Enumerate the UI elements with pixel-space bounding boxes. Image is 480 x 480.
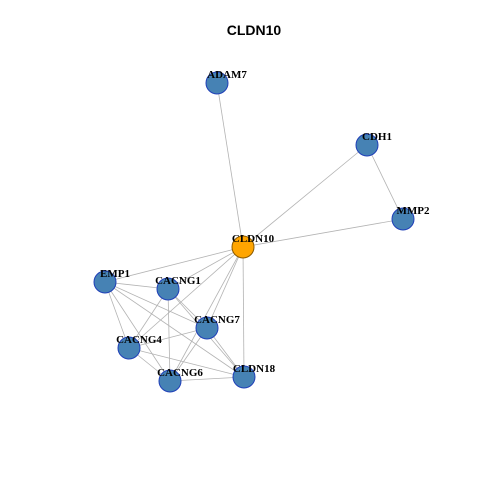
edge-cldn10-cacng6 [169, 246, 244, 382]
node-label-adam7: ADAM7 [207, 69, 247, 81]
edge-cldn10-cacng7 [206, 246, 244, 329]
edge-emp1-cldn18 [104, 281, 245, 378]
edge-cacng1-cacng4 [128, 288, 169, 349]
edge-cldn10-cldn18 [242, 246, 245, 378]
edge-cacng1-cacng6 [167, 288, 171, 382]
label-layer: ADAM7CDH1MMP2CLDN10EMP1CACNG1CACNG7CACNG… [100, 69, 430, 379]
node-label-cldn10: CLDN10 [232, 233, 275, 245]
node-cacng7[interactable] [195, 316, 219, 340]
node-adam7[interactable] [205, 71, 229, 95]
node-label-cacng7: CACNG7 [194, 314, 240, 326]
edge-emp1-cacng7 [104, 281, 208, 329]
node-label-mmp2: MMP2 [397, 205, 430, 217]
edge-adam7-cldn10 [216, 82, 244, 248]
node-cacng6[interactable] [158, 369, 182, 393]
node-label-cacng6: CACNG6 [157, 367, 203, 379]
node-cdh1[interactable] [355, 133, 379, 157]
edge-emp1-cacng4 [104, 281, 130, 349]
node-cacng1[interactable] [156, 277, 180, 301]
edge-emp1-cacng6 [104, 281, 171, 382]
edge-cldn10-cacng4 [128, 246, 244, 349]
node-label-emp1: EMP1 [100, 268, 130, 280]
node-emp1[interactable] [93, 270, 117, 294]
edge-cdh1-cldn10 [242, 144, 368, 248]
edge-cacng7-cacng4 [128, 327, 208, 349]
edge-cdh1-mmp2 [366, 144, 404, 220]
node-cldn18[interactable] [232, 365, 256, 389]
node-label-cacng4: CACNG4 [116, 334, 162, 346]
node-cacng4[interactable] [117, 336, 141, 360]
edge-cldn10-emp1 [104, 246, 244, 283]
diagram-title: CLDN10 [227, 22, 282, 38]
node-cldn10[interactable] [231, 235, 255, 259]
node-mmp2[interactable] [391, 207, 415, 231]
node-label-cdh1: CDH1 [362, 131, 392, 143]
edge-cacng4-cldn18 [128, 347, 245, 378]
node-label-cldn18: CLDN18 [233, 363, 276, 375]
edge-cacng6-cldn18 [169, 376, 245, 382]
edge-cldn10-cacng1 [167, 246, 244, 290]
node-layer [93, 71, 415, 393]
node-label-cacng1: CACNG1 [155, 275, 201, 287]
edge-mmp2-cldn10 [242, 218, 404, 248]
